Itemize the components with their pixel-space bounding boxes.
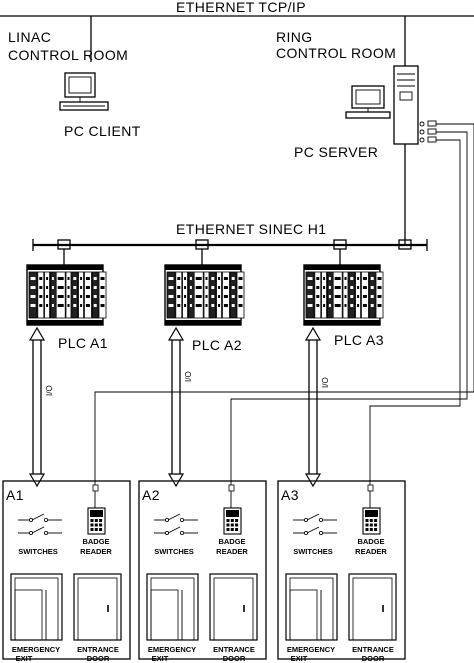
plc-rack-a1: [26, 264, 107, 326]
ring-room-label-1: RING: [276, 29, 313, 45]
serial-line-a2: [230, 131, 468, 488]
plc-rack-a3: [303, 264, 384, 326]
ethernet-tcpip-label: ETHERNET TCP/IP: [176, 0, 306, 15]
entrance-door-label-1: ENTRANCE: [352, 645, 394, 654]
area-label: A1: [6, 487, 24, 503]
plc-a3-label: PLC A3: [334, 332, 384, 348]
plc-a1-label: PLC A1: [58, 335, 108, 351]
emergency-exit-label-1: EMERGENCY: [12, 645, 60, 654]
entrance-door-label-1: ENTRANCE: [77, 645, 119, 654]
pc-server-label: PC SERVER: [294, 144, 378, 160]
pc-client-label: PC CLIENT: [64, 123, 141, 139]
emergency-exit-label-1: EMERGENCY: [287, 645, 335, 654]
pc-server-icon: [345, 65, 419, 145]
area-label: A3: [281, 487, 299, 503]
io-trunk-a3: [304, 326, 322, 488]
switches-label: SWITCHES: [18, 547, 58, 556]
serial-line-a3: [369, 139, 461, 488]
badge-reader-icon: [223, 484, 242, 535]
area-label: A2: [142, 487, 160, 503]
emergency-exit-label-2: EXIT: [16, 654, 33, 663]
emergency-exit-label-1: EMERGENCY: [148, 645, 196, 654]
entrance-door-label-1: ENTRANCE: [213, 645, 255, 654]
entrance-door-icon: [348, 573, 397, 641]
linac-room-label-2: CONTROL ROOM: [8, 47, 128, 63]
io-label-a2: I/O: [184, 371, 193, 382]
area-boundary: [277, 480, 406, 660]
transceiver-server: [398, 239, 412, 250]
emergency-exit-label-2: EXIT: [152, 654, 169, 663]
entrance-door-icon: [73, 573, 122, 641]
entrance-door-label-2: DOOR: [362, 654, 385, 663]
switches-label: SWITCHES: [293, 547, 333, 556]
badge-reader-label-2: READER: [355, 547, 387, 556]
switches-label: SWITCHES: [154, 547, 194, 556]
switches-icon: [154, 513, 198, 536]
badge-reader-label-2: READER: [80, 547, 112, 556]
area-boundary: [2, 480, 131, 660]
switches-icon: [18, 513, 62, 536]
badge-reader-label-1: BADGE: [357, 537, 384, 546]
emergency-exit-icon: [10, 573, 63, 641]
linac-room-label-1: LINAC: [8, 29, 51, 45]
plc-a2-label: PLC A2: [192, 337, 242, 353]
io-trunk-a1: [28, 326, 46, 488]
area-boundary: [138, 480, 267, 660]
entrance-door-icon: [209, 573, 258, 641]
badge-reader-icon: [362, 484, 381, 535]
badge-reader-label-2: READER: [216, 547, 248, 556]
io-label-a1: I/O: [45, 385, 54, 396]
entrance-door-label-2: DOOR: [87, 654, 110, 663]
emergency-exit-label-2: EXIT: [291, 654, 308, 663]
switches-icon: [293, 513, 337, 536]
entrance-door-label-2: DOOR: [223, 654, 246, 663]
server-serial-connectors: [419, 120, 437, 143]
plc-rack-a2: [164, 264, 245, 326]
ring-room-label-2: CONTROL ROOM: [276, 45, 396, 61]
io-trunk-a2: [167, 326, 185, 488]
badge-reader-label-1: BADGE: [218, 537, 245, 546]
badge-reader-label-1: BADGE: [82, 537, 109, 546]
io-label-a3: I/O: [321, 377, 330, 388]
serial-line-a1: [94, 123, 474, 488]
emergency-exit-icon: [146, 573, 199, 641]
badge-reader-icon: [87, 484, 106, 535]
emergency-exit-icon: [285, 573, 338, 641]
ethernet-sinec-label: ETHERNET SINEC H1: [176, 221, 326, 237]
pc-client-icon: [59, 72, 109, 111]
